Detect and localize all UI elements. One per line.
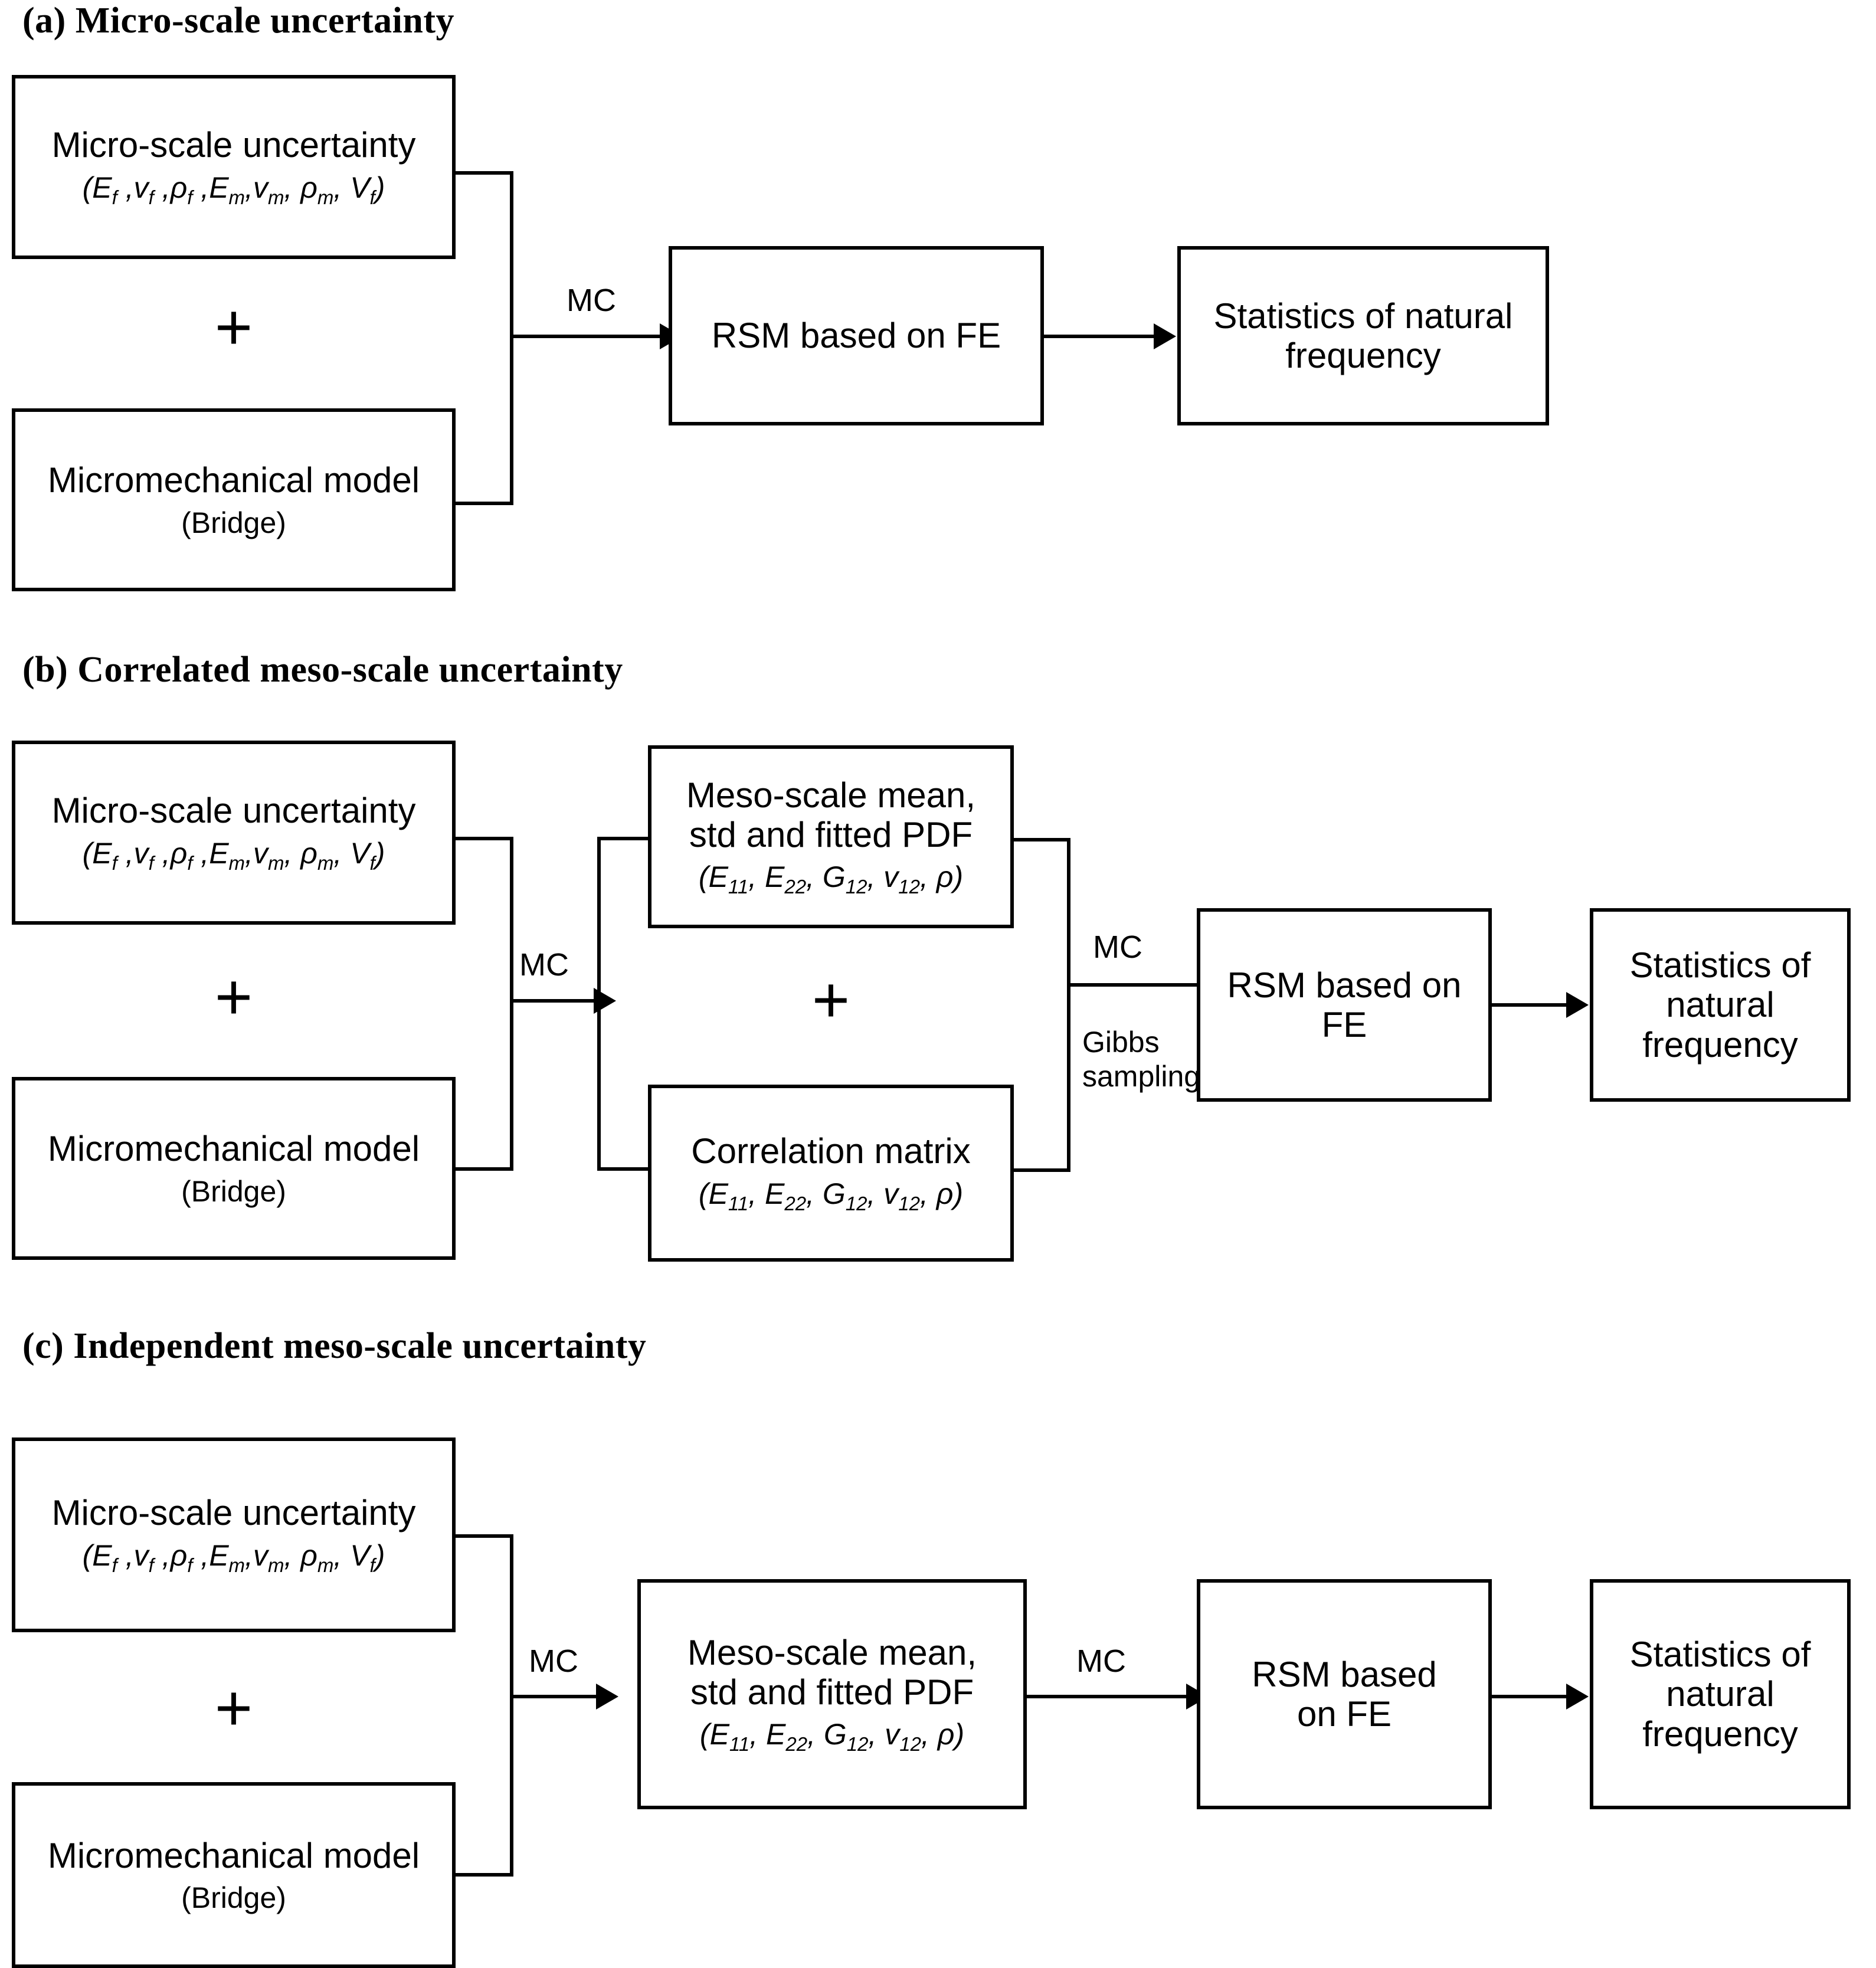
panel-c-edge-label-mc2: MC xyxy=(1076,1643,1126,1679)
panel-c-plus-sign: + xyxy=(214,1672,253,1744)
box-sub-text: (Ef ,vf ,ρf ,Em,vm, ρm, Vf) xyxy=(82,171,385,208)
panel-b-meso-in-bracket-bottom-stub xyxy=(597,1167,651,1171)
box-sub-text: (E11, E22, G12, v12, ρ) xyxy=(698,860,964,898)
box-sub-text: (E11, E22, G12, v12, ρ) xyxy=(699,1718,965,1756)
panel-b-box-statistics: Statistics of natural frequency xyxy=(1590,908,1851,1102)
panel-b-meso-in-bracket-vertical xyxy=(597,837,601,1171)
panel-c-bracket-bottom-stub xyxy=(456,1873,513,1877)
panel-b-plus-sign-left: + xyxy=(214,961,253,1033)
box-main-text: Micro-scale uncertainty xyxy=(51,125,416,165)
panel-b-edge-label-mc1: MC xyxy=(519,947,569,983)
panel-a-title: (a) Micro-scale uncertainty xyxy=(22,1,455,41)
box-main-text: Statistics of natural frequency xyxy=(1629,1635,1811,1754)
box-sub-text: (Ef ,vf ,ρf ,Em,vm, ρm, Vf) xyxy=(82,1538,385,1576)
panel-c-box-meso-scale-pdf: Meso-scale mean, std and fitted PDF (E11… xyxy=(637,1579,1027,1809)
box-main-text: Statistics of natural frequency xyxy=(1213,296,1513,375)
panel-c-edge-label-mc1: MC xyxy=(529,1643,578,1679)
box-main-text: RSM based on FE xyxy=(711,316,1001,356)
panel-b-box-micromechanical-model: Micromechanical model (Bridge) xyxy=(12,1077,456,1260)
panel-c-title: (c) Independent meso-scale uncertainty xyxy=(22,1326,647,1366)
panel-c-bracket-top-stub xyxy=(456,1534,513,1538)
panel-b-box-meso-scale-pdf: Meso-scale mean, std and fitted PDF (E11… xyxy=(648,745,1014,928)
panel-b-rsm-to-stats-arrowhead-icon xyxy=(1566,992,1589,1018)
box-main-text: RSM based on FE xyxy=(1252,1654,1437,1734)
panel-b-title: (b) Correlated meso-scale uncertainty xyxy=(22,650,623,690)
panel-c-box-rsm: RSM based on FE xyxy=(1197,1579,1492,1809)
panel-b-edge-label-mc2: MC xyxy=(1093,929,1142,965)
panel-c-rsm-to-stats-line xyxy=(1492,1695,1572,1698)
panel-b-mc1-arrow-line xyxy=(510,999,597,1003)
box-main-text: Statistics of natural frequency xyxy=(1629,945,1811,1065)
panel-c-bracket-vertical xyxy=(510,1534,513,1877)
panel-b-left-bracket-vertical xyxy=(510,837,513,1171)
panel-b-right-bracket-bottom-stub xyxy=(1014,1168,1070,1172)
panel-b-plus-sign-middle: + xyxy=(811,964,850,1036)
box-main-text: Micro-scale uncertainty xyxy=(51,1493,416,1533)
panel-b-left-bracket-top-stub xyxy=(456,837,513,840)
panel-b-meso-in-bracket-top-stub xyxy=(597,837,651,840)
box-sub-text: (Bridge) xyxy=(181,1881,286,1915)
panel-b-box-rsm: RSM based on FE xyxy=(1197,908,1492,1102)
panel-c-mc1-arrowhead-icon xyxy=(596,1684,618,1710)
box-main-text: Correlation matrix xyxy=(691,1131,971,1171)
panel-b-edge-label-gibbs-sampling: Gibbs sampling xyxy=(1082,1026,1201,1093)
panel-a-mc-arrow-line xyxy=(510,335,662,338)
panel-c-rsm-to-stats-arrowhead-icon xyxy=(1566,1684,1589,1710)
panel-a-edge-label-mc: MC xyxy=(567,283,616,318)
panel-c-mc1-arrow-line xyxy=(510,1695,600,1698)
panel-c-box-micro-scale-uncertainty: Micro-scale uncertainty (Ef ,vf ,ρf ,Em,… xyxy=(12,1437,456,1632)
panel-b-right-bracket-top-stub xyxy=(1014,838,1070,841)
panel-a-bracket-top-stub xyxy=(456,171,513,175)
box-main-text: Meso-scale mean, std and fitted PDF xyxy=(687,1632,977,1712)
panel-c-box-micromechanical-model: Micromechanical model (Bridge) xyxy=(12,1782,456,1968)
panel-b-box-micro-scale-uncertainty: Micro-scale uncertainty (Ef ,vf ,ρf ,Em,… xyxy=(12,741,456,925)
panel-c-box-statistics: Statistics of natural frequency xyxy=(1590,1579,1851,1809)
box-main-text: RSM based on FE xyxy=(1227,965,1462,1044)
panel-a-bracket-bottom-stub xyxy=(456,502,513,505)
panel-a-box-rsm: RSM based on FE xyxy=(669,246,1044,425)
panel-a-rsm-to-stats-line xyxy=(1044,335,1160,338)
panel-c-mc2-arrow-line xyxy=(1027,1695,1190,1698)
panel-a-plus-sign: + xyxy=(214,291,253,364)
panel-b-left-bracket-bottom-stub xyxy=(456,1167,513,1171)
panel-b-box-correlation-matrix: Correlation matrix (E11, E22, G12, v12, … xyxy=(648,1085,1014,1262)
panel-a-box-micro-scale-uncertainty: Micro-scale uncertainty (Ef ,vf ,ρf ,Em,… xyxy=(12,75,456,259)
panel-a-box-statistics: Statistics of natural frequency xyxy=(1177,246,1549,425)
box-main-text: Meso-scale mean, std and fitted PDF xyxy=(686,775,976,855)
box-sub-text: (Bridge) xyxy=(181,506,286,539)
box-sub-text: (Ef ,vf ,ρf ,Em,vm, ρm, Vf) xyxy=(82,836,385,874)
box-sub-text: (E11, E22, G12, v12, ρ) xyxy=(698,1177,964,1214)
box-main-text: Micro-scale uncertainty xyxy=(51,791,416,831)
panel-b-right-bracket-vertical xyxy=(1067,838,1070,1172)
box-main-text: Micromechanical model xyxy=(47,1129,420,1169)
panel-a-rsm-to-stats-arrowhead-icon xyxy=(1154,323,1176,349)
box-sub-text: (Bridge) xyxy=(181,1174,286,1208)
panel-b-rsm-to-stats-line xyxy=(1492,1003,1572,1007)
panel-a-bracket-vertical xyxy=(510,171,513,505)
box-main-text: Micromechanical model xyxy=(47,1835,420,1875)
panel-b-mc2-arrow-line xyxy=(1067,983,1256,987)
panel-a-box-micromechanical-model: Micromechanical model (Bridge) xyxy=(12,408,456,591)
box-main-text: Micromechanical model xyxy=(47,460,420,500)
